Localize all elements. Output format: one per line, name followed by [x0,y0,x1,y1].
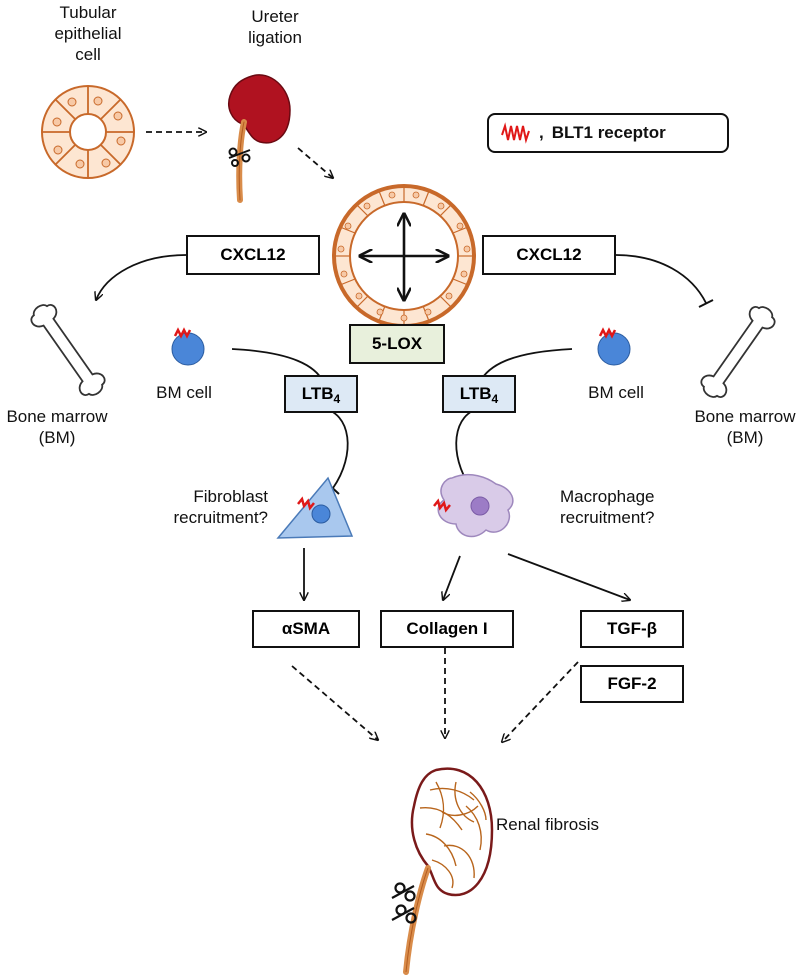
label-bone-marrow-right: Bone marrow (BM) [694,407,796,447]
blt1-receptor-icon [501,122,530,144]
bm-cell-left-icon [171,327,205,366]
box-asma: αSMA [252,610,360,648]
arrow-kidney-to-tubule [297,147,333,178]
arrow-cxcl12-to-bm-left [96,254,187,300]
box-cxcl12-right: CXCL12 [482,235,616,275]
fibroblast-icon [276,476,354,539]
box-cxcl12-left: CXCL12 [186,235,320,275]
arrow-cxcl12-to-bm-right [615,254,707,304]
label-bm-cell-right: BM cell [588,383,644,402]
label-fibroblast-recruitment: Fibroblast recruitment? [173,487,268,527]
box-tgf-beta: TGF-β [580,610,684,648]
label-ureter-ligation: Ureter ligation [248,7,302,47]
box-5-lox: 5-LOX [349,324,445,364]
central-tubule-icon [332,184,476,328]
label-macrophage-recruitment: Macrophage recruitment? [560,487,655,527]
legend-separator: , [539,123,544,142]
box-fgf-2: FGF-2 [580,665,684,703]
tubular-cell-icon [41,85,135,179]
label-bm-cell-left: BM cell [156,383,212,402]
legend-blt1-receptor: , BLT1 receptor [487,113,729,153]
bm-cell-right-icon [597,327,631,366]
label-tubular-cell: Tubular epithelial cell [54,3,122,64]
label-bone-marrow-left: Bone marrow (BM) [6,407,108,447]
legend-text: BLT1 receptor [551,123,666,142]
bone-right-icon [700,306,776,398]
bone-left-icon [30,304,106,396]
box-collagen-i: Collagen I [380,610,514,648]
ligated-kidney-icon [228,74,291,203]
fibrotic-kidney-icon [391,767,494,975]
label-renal-fibrosis: Renal fibrosis [496,815,599,834]
macrophage-icon [433,473,514,538]
